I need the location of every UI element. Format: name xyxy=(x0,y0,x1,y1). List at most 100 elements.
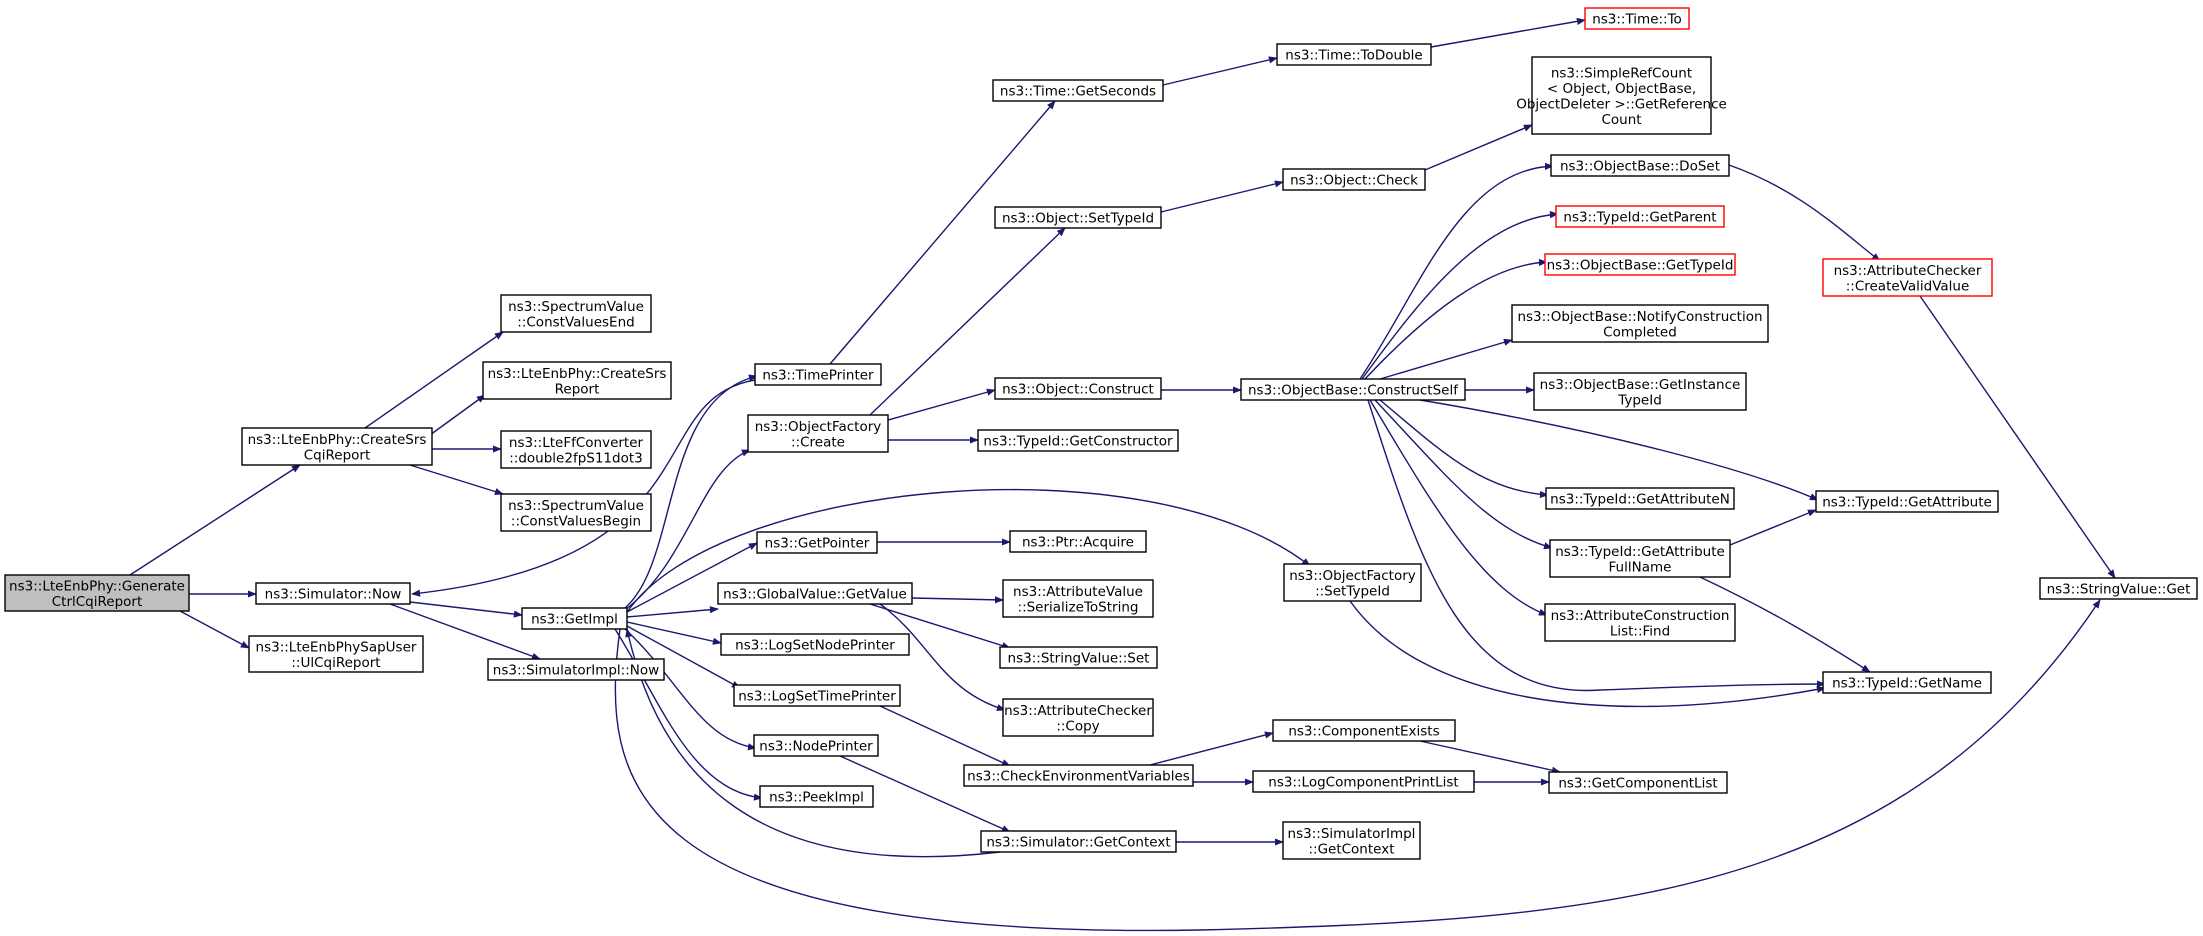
node-label: ns3::SimpleRefCount xyxy=(1551,65,1692,81)
node-gvGetValue[interactable]: ns3::GlobalValue::GetValue xyxy=(717,582,913,605)
node-label: ::CreateValidValue xyxy=(1846,278,1970,294)
node-getCompList[interactable]: ns3::GetComponentList xyxy=(1548,771,1728,794)
node-label: ns3::Object::Check xyxy=(1290,173,1418,189)
node-lteFf[interactable]: ns3::LteFfConverter::double2fpS11dot3 xyxy=(500,430,652,469)
node-ofSetTypeId[interactable]: ns3::ObjectFactory::SetTypeId xyxy=(1283,563,1422,602)
node-simNow[interactable]: ns3::Simulator::Now xyxy=(255,582,411,605)
node-svBegin[interactable]: ns3::SpectrumValue::ConstValuesBegin xyxy=(500,493,652,532)
edge-getImpl-to-peekImpl xyxy=(614,628,763,801)
node-box xyxy=(747,414,889,453)
node-label: TypeId xyxy=(1617,392,1662,408)
node-label: ns3::Time::To xyxy=(1592,12,1682,28)
node-label: ns3::CheckEnvironmentVariables xyxy=(967,769,1190,785)
edge-tidGetAttrFull-to-tidGetAttr xyxy=(1729,509,1817,546)
node-acCopy[interactable]: ns3::AttributeChecker::Copy xyxy=(1002,698,1154,737)
node-label: ::Create xyxy=(791,434,845,450)
node-label: ns3::ObjectFactory xyxy=(1289,568,1416,584)
node-box xyxy=(1549,539,1731,578)
node-box xyxy=(500,430,652,469)
node-label: ObjectDeleter >::GetReference xyxy=(1516,96,1727,112)
node-logNode[interactable]: ns3::LogSetNodePrinter xyxy=(720,633,910,656)
node-nodePrinter[interactable]: ns3::NodePrinter xyxy=(753,734,879,757)
node-label: ns3::Simulator::Now xyxy=(265,587,402,603)
node-obNotify[interactable]: ns3::ObjectBase::NotifyConstructionCompl… xyxy=(1511,304,1769,343)
node-objSetTypeId[interactable]: ns3::Object::SetTypeId xyxy=(994,206,1162,229)
node-label: ns3::StringValue::Set xyxy=(1008,651,1150,667)
node-logTime[interactable]: ns3::LogSetTimePrinter xyxy=(733,684,901,707)
node-label: ns3::Time::GetSeconds xyxy=(1000,84,1156,100)
node-svEnd[interactable]: ns3::SpectrumValue::ConstValuesEnd xyxy=(500,294,652,333)
node-avSerialize[interactable]: ns3::AttributeValue::SerializeToString xyxy=(1002,579,1154,618)
node-label: ns3::Time::ToDouble xyxy=(1285,48,1422,64)
node-checkEnv[interactable]: ns3::CheckEnvironmentVariables xyxy=(963,764,1194,787)
node-timeTo[interactable]: ns3::Time::To xyxy=(1584,7,1690,30)
node-box xyxy=(717,582,913,605)
node-label: ::GetContext xyxy=(1308,841,1394,857)
node-label: ns3::GetPointer xyxy=(765,536,870,552)
node-label: ns3::LteEnbPhy::CreateSrs xyxy=(488,366,667,382)
node-label: ::SetTypeId xyxy=(1315,583,1390,599)
node-label: Count xyxy=(1601,112,1641,128)
edge-ofCreate-to-objConstruct xyxy=(887,388,996,421)
edge-getImpl-to-gvGetValue xyxy=(626,606,719,618)
node-tidGetAttrN[interactable]: ns3::TypeId::GetAttributeN xyxy=(1545,487,1735,510)
node-label: CtrlCqiReport xyxy=(52,594,143,610)
node-label: ns3::SimulatorImpl xyxy=(1288,826,1416,842)
node-label: ns3::PeekImpl xyxy=(769,790,864,806)
node-tidGetAttr[interactable]: ns3::TypeId::GetAttribute xyxy=(1815,490,1999,513)
node-acCreateValid[interactable]: ns3::AttributeChecker::CreateValidValue xyxy=(1822,258,1993,297)
node-label: ns3::ComponentExists xyxy=(1288,724,1439,740)
node-timeToDouble[interactable]: ns3::Time::ToDouble xyxy=(1276,43,1432,66)
node-label: ns3::ObjectBase::GetInstance xyxy=(1540,377,1741,393)
node-ofCreate[interactable]: ns3::ObjectFactory::Create xyxy=(747,414,889,453)
node-box xyxy=(980,830,1177,853)
edge-gvGetValue-to-acCopy xyxy=(879,603,1006,712)
edge-root-to-sapUser xyxy=(179,610,250,649)
node-getImpl[interactable]: ns3::GetImpl xyxy=(521,607,628,630)
node-label: ns3::TypeId::GetName xyxy=(1832,676,1982,692)
edge-tidGetAttrFull-to-tidGetName xyxy=(1699,576,1871,673)
node-svGet[interactable]: ns3::StringValue::Get xyxy=(2039,577,2198,600)
edge-createSrs-to-svEnd xyxy=(364,331,504,429)
node-srcGetRef[interactable]: ns3::SimpleRefCount< Object, ObjectBase,… xyxy=(1516,56,1727,135)
edge-obConstructSelf-to-obDoSet xyxy=(1359,162,1554,380)
node-peekImpl[interactable]: ns3::PeekImpl xyxy=(759,785,874,808)
node-compExists[interactable]: ns3::ComponentExists xyxy=(1272,719,1456,742)
node-getPointer[interactable]: ns3::GetPointer xyxy=(756,531,878,554)
node-logCompPrint[interactable]: ns3::LogComponentPrintList xyxy=(1252,770,1475,793)
node-obDoSet[interactable]: ns3::ObjectBase::DoSet xyxy=(1550,154,1730,177)
node-objConstruct[interactable]: ns3::Object::Construct xyxy=(994,377,1162,400)
node-timeGetSeconds[interactable]: ns3::Time::GetSeconds xyxy=(992,79,1164,102)
node-tidGetName[interactable]: ns3::TypeId::GetName xyxy=(1822,671,1992,694)
node-obConstructSelf[interactable]: ns3::ObjectBase::ConstructSelf xyxy=(1240,378,1466,401)
node-ptrAcquire[interactable]: ns3::Ptr::Acquire xyxy=(1009,530,1147,553)
node-tidGetParent[interactable]: ns3::TypeId::GetParent xyxy=(1555,205,1725,228)
node-simGetContext[interactable]: ns3::Simulator::GetContext xyxy=(980,830,1177,853)
node-label: < Object, ObjectBase, xyxy=(1547,81,1696,97)
node-box xyxy=(1544,253,1736,276)
node-obGetTypeId[interactable]: ns3::ObjectBase::GetTypeId xyxy=(1544,253,1736,276)
edge-getImpl-to-svGet xyxy=(614,599,2101,932)
edge-logTime-to-checkEnv xyxy=(879,705,1011,767)
edge-nodePrinter-to-simGetContext xyxy=(839,755,1011,833)
edge-getImpl-to-logNode xyxy=(626,621,722,645)
node-box xyxy=(759,785,874,808)
node-timePrinter[interactable]: ns3::TimePrinter xyxy=(754,363,882,386)
edge-obConstructSelf-to-obNotify xyxy=(1379,338,1513,380)
node-box xyxy=(1822,671,1992,694)
node-simImplGetContext[interactable]: ns3::SimulatorImpl::GetContext xyxy=(1282,821,1421,860)
node-svSet[interactable]: ns3::StringValue::Set xyxy=(999,646,1158,669)
node-label: ns3::LogSetNodePrinter xyxy=(735,638,895,654)
node-box xyxy=(1283,563,1422,602)
node-sapUser[interactable]: ns3::LteEnbPhySapUser::UlCqiReport xyxy=(248,635,424,673)
node-objCheck[interactable]: ns3::Object::Check xyxy=(1282,168,1426,191)
node-simImplNow[interactable]: ns3::SimulatorImpl::Now xyxy=(487,658,665,681)
node-label: ns3::Object::Construct xyxy=(1002,382,1154,398)
node-tidGetCtor[interactable]: ns3::TypeId::GetConstructor xyxy=(977,429,1179,452)
